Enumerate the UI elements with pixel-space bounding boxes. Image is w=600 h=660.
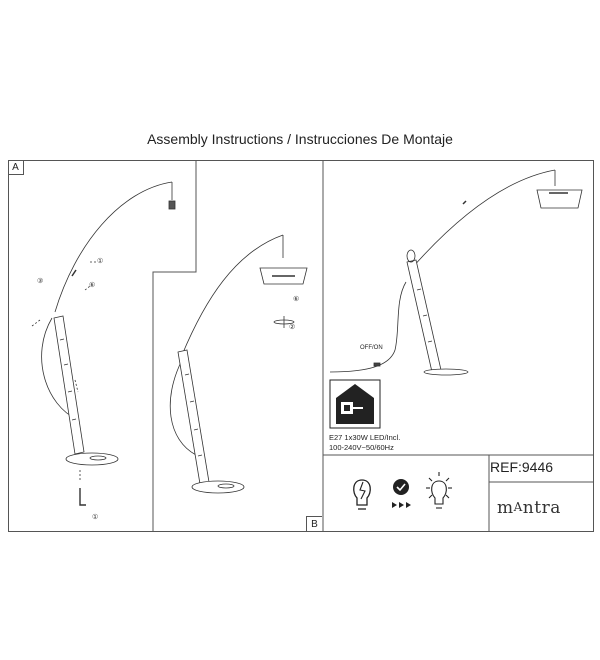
step-marker-one: ① <box>97 258 104 265</box>
panel-dividers <box>152 160 594 532</box>
screw-a <box>79 488 86 506</box>
step-marker-two-b: ② <box>289 324 296 331</box>
page-title: Assembly Instructions / Instrucciones De… <box>147 131 453 147</box>
arc-arm-b <box>181 234 284 356</box>
base-a <box>65 452 119 466</box>
spec-line-1: E27 1x30W LED/Incl. <box>329 433 401 442</box>
step-marker-six: ⑥ <box>89 282 96 289</box>
shade-c <box>536 189 583 209</box>
panel-a-label: A <box>8 160 24 175</box>
socket-a <box>168 200 176 210</box>
instruction-sheet <box>8 160 594 532</box>
base-b <box>191 480 245 494</box>
cable-a <box>41 317 79 421</box>
switch-label: OFF/ON <box>360 345 383 351</box>
panel-c-lamp <box>329 169 583 376</box>
bulb-broken-icon <box>353 479 371 510</box>
stand-pole-a <box>53 315 85 455</box>
step-marker-three: ③ <box>37 278 44 285</box>
house-class-ii-icon <box>329 379 381 429</box>
panel-b-label: B <box>306 516 322 532</box>
panel-a-lamp <box>31 181 176 506</box>
cable-c <box>329 281 407 373</box>
stand-pole-b <box>177 349 210 485</box>
arc-arm-a <box>54 181 173 313</box>
arc-arm-c <box>411 169 556 269</box>
step-marker-one-base: ① <box>92 514 99 521</box>
check-fast-icon <box>392 479 411 508</box>
brand-logo: mAntra <box>497 498 561 518</box>
reference-code: REF:9446 <box>490 459 554 475</box>
step-marker-six-b: ⑥ <box>293 296 300 303</box>
bulb-light-icon <box>426 472 452 509</box>
switch-c <box>373 362 381 367</box>
base-c <box>423 368 469 376</box>
brand-post: ntra <box>522 498 561 518</box>
spec-block: E27 1x30W LED/Incl. 100-240V~50/60Hz <box>329 433 400 453</box>
panel-b-lamp <box>169 234 308 494</box>
stand-pole-c <box>406 249 442 373</box>
brand-mid: A <box>513 500 523 514</box>
brand-pre: m <box>497 498 514 518</box>
cable-b <box>169 359 197 456</box>
spec-line-2: 100-240V~50/60Hz <box>329 443 394 452</box>
